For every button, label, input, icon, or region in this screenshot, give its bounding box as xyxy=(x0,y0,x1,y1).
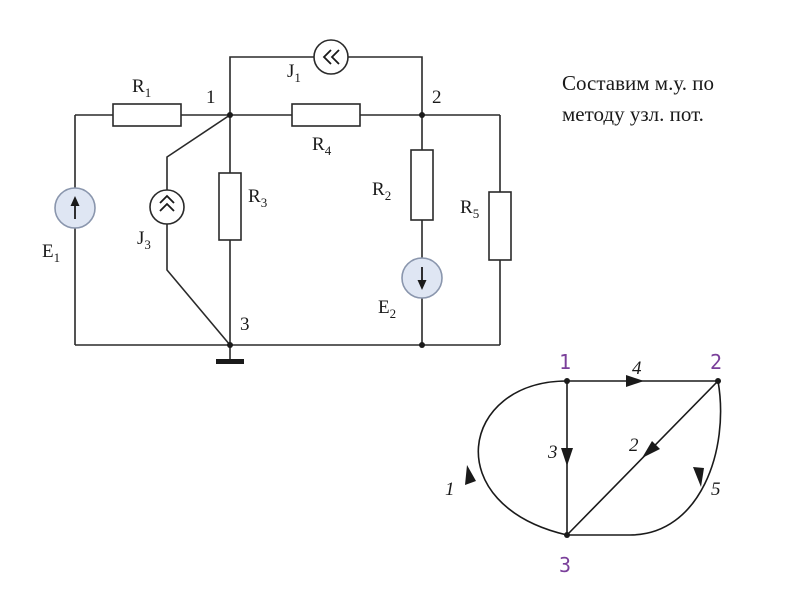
label-e2: E2 xyxy=(378,297,396,321)
graph-node-label-2: 2 xyxy=(710,350,722,374)
current-source-j1 xyxy=(313,39,349,75)
resistor-r1 xyxy=(112,103,182,127)
svg-text:1: 1 xyxy=(445,479,455,500)
voltage-source-e2 xyxy=(401,257,443,299)
ground-bar xyxy=(216,359,244,364)
junction-bottom xyxy=(419,342,425,348)
graph-edge-4: 4 xyxy=(567,358,718,387)
resistor-r3 xyxy=(218,172,242,241)
voltage-source-e1 xyxy=(54,187,96,229)
resistor-r2 xyxy=(410,149,434,221)
graph-edge-5: 5 xyxy=(567,380,722,536)
graph-edge-2: 2 xyxy=(566,380,719,536)
circuit-schematic: R1 R4 R3 R2 R5 E1 E2 J1 J3 1 2 3 xyxy=(42,39,512,364)
label-node-1: 1 xyxy=(206,87,216,108)
method-note-line-1: Составим м.у. по xyxy=(562,71,714,95)
svg-text:2: 2 xyxy=(629,435,639,456)
method-note: Составим м.у. по методу узл. пот. xyxy=(562,68,792,130)
graph-node-label-1: 1 xyxy=(559,350,571,374)
graph-node-2 xyxy=(715,378,721,384)
graph-edge-3: 3 xyxy=(547,381,573,535)
junction-node-2 xyxy=(419,112,425,118)
label-e1: E1 xyxy=(42,241,60,265)
wire-j3-branch xyxy=(166,114,231,346)
double-chevron-up-icon xyxy=(159,194,175,212)
resistor-r5 xyxy=(488,191,512,261)
method-note-line-2: методу узл. пот. xyxy=(562,102,704,126)
graph-node-3 xyxy=(564,532,570,538)
double-chevron-left-icon xyxy=(322,49,340,65)
current-source-j3 xyxy=(149,189,185,225)
label-r3: R3 xyxy=(248,186,267,210)
label-r2: R2 xyxy=(372,179,391,203)
svg-text:4: 4 xyxy=(632,358,642,379)
graph-edge-1: 1 xyxy=(445,380,568,536)
label-r5: R5 xyxy=(460,197,479,221)
junction-node-1 xyxy=(227,112,233,118)
label-node-3: 3 xyxy=(240,314,250,335)
circuit-graph: 4 3 2 1 5 xyxy=(445,350,722,577)
junction-node-3 xyxy=(227,342,233,348)
resistor-r4 xyxy=(291,103,361,127)
svg-text:3: 3 xyxy=(547,442,558,463)
label-j3: J3 xyxy=(137,228,151,252)
label-r1: R1 xyxy=(132,76,151,100)
graph-node-label-3: 3 xyxy=(559,553,571,577)
label-node-2: 2 xyxy=(432,87,442,108)
graph-node-1 xyxy=(564,378,570,384)
svg-text:5: 5 xyxy=(711,479,721,500)
label-j1: J1 xyxy=(287,61,301,85)
wire-j1-branch xyxy=(229,56,423,115)
label-r4: R4 xyxy=(312,134,332,158)
